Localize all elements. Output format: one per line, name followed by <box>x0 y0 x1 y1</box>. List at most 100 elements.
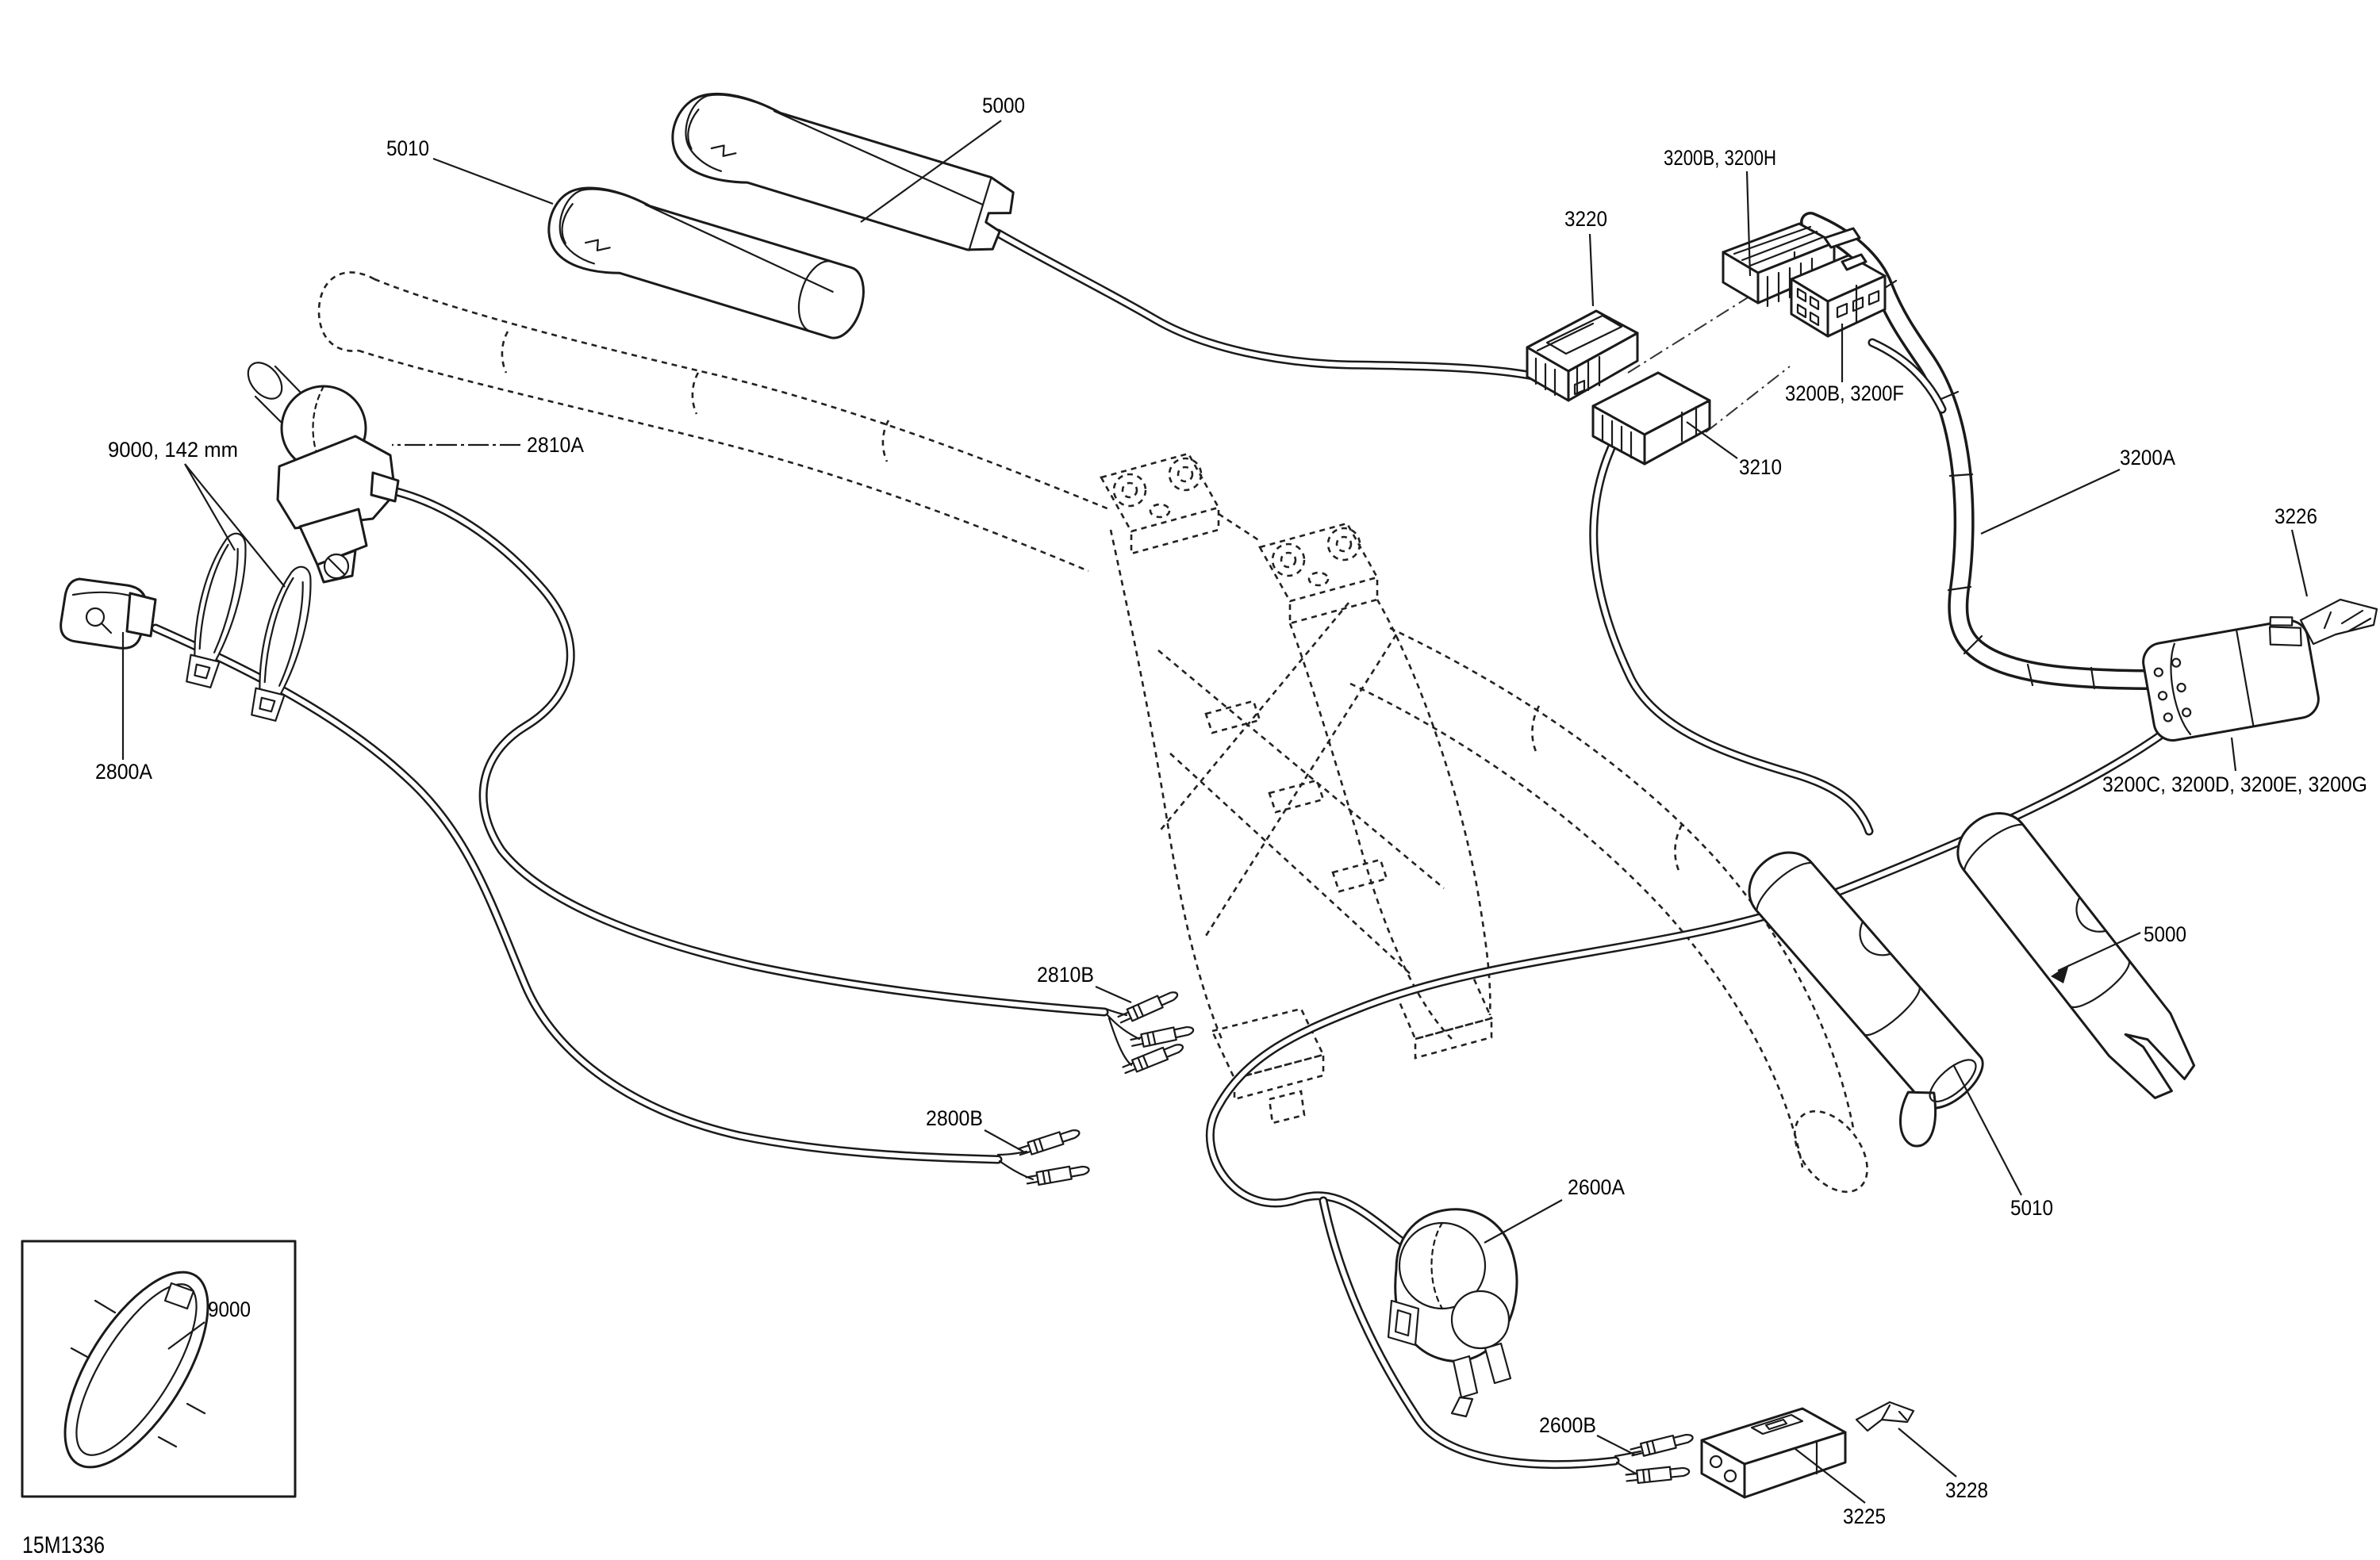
leader-9000-inset <box>167 1321 205 1350</box>
clip-3226 <box>2299 598 2378 646</box>
terminals-2810b <box>1104 987 1196 1077</box>
wire-5000-to-3220 <box>993 228 1545 382</box>
inset-box-9000 <box>21 1240 297 1498</box>
assembly-axis-1 <box>1627 278 1778 374</box>
sleeve-5000-top <box>671 92 1015 251</box>
leader-3225 <box>1795 1448 1866 1504</box>
part-label-2600a: 2600A <box>1568 1175 1625 1199</box>
cable-2800 <box>151 623 1003 1164</box>
pin <box>2163 712 2173 723</box>
part-label-2800a: 2800A <box>95 760 152 784</box>
leader-3226 <box>2290 529 2309 597</box>
pin <box>2176 682 2186 693</box>
cable-2810 <box>392 487 1109 1017</box>
cable-3210-to-sleeves <box>1589 436 1874 836</box>
latch-window <box>1536 314 1623 355</box>
button-small <box>1450 1290 1511 1350</box>
leader-5010-right <box>1953 1065 2022 1196</box>
tie-head <box>163 1282 195 1310</box>
tie-loop-outer <box>63 1271 209 1469</box>
pin <box>2182 707 2192 718</box>
leader-2800b <box>984 1129 1024 1152</box>
end-flap <box>1899 1090 1937 1148</box>
clip-3228 <box>1855 1401 1915 1432</box>
pin <box>2171 657 2182 668</box>
pin-slots <box>1601 405 1698 459</box>
part-label-2810a: 2810A <box>527 433 584 457</box>
connector-tab <box>1841 253 1868 271</box>
switch-2810a <box>247 362 400 584</box>
part-label-2810b: 2810B <box>1037 963 1094 987</box>
latch <box>1750 1413 1804 1435</box>
part-label-3200cdeg: 3200C, 3200D, 3200E, 3200G <box>2102 772 2367 796</box>
terminals-2600b <box>1614 1430 1695 1485</box>
leader-2600a <box>1484 1199 1563 1244</box>
cable-harness-to-switch <box>1205 728 2169 1470</box>
leader-9000-142mm <box>184 463 286 588</box>
part-label-3225: 3225 <box>1843 1504 1886 1528</box>
drawing-number: 15M1336 <box>22 1532 105 1558</box>
side-port <box>1387 1299 1420 1347</box>
switch-body <box>276 435 397 530</box>
part-label-3200b-3200f: 3200B, 3200F <box>1785 381 1904 405</box>
pin-hole <box>1723 1469 1737 1483</box>
part-label-3226: 3226 <box>2274 504 2317 528</box>
part-label-9000-inset: 9000 <box>208 1297 251 1321</box>
tie-loop-inner <box>75 1283 198 1456</box>
leader-lines <box>121 120 2309 1504</box>
connector-3200b-3200f <box>1790 253 1887 338</box>
leader-3200bh <box>1745 171 1752 277</box>
switch-neck <box>298 508 368 566</box>
pin-hole <box>1709 1455 1723 1469</box>
module-3210 <box>1591 371 1711 466</box>
inset-frame <box>21 1240 297 1498</box>
part-label-3220: 3220 <box>1564 207 1607 231</box>
part-label-3200a: 3200A <box>2120 446 2175 470</box>
leader-5000-right <box>2057 932 2141 972</box>
leader-arrowhead <box>2051 964 2069 983</box>
part-label-5000-top: 5000 <box>982 94 1025 117</box>
leader-3210 <box>1686 421 1738 459</box>
latch <box>2268 616 2302 647</box>
part-labels: 5010 5000 3200B, 3200H 3220 3200B, 3200F… <box>22 94 2367 1558</box>
leader-2810b <box>1095 985 1132 1004</box>
part-label-5010-top: 5010 <box>386 136 429 160</box>
device-2800a <box>60 577 157 650</box>
connector-3200cdeg <box>2142 616 2320 742</box>
connector-3225 <box>1700 1407 1847 1499</box>
leader-5010-top <box>432 157 554 205</box>
part-label-2600b: 2600B <box>1539 1413 1596 1437</box>
assembly-axis-2 <box>1705 366 1791 433</box>
phantom-handlebar-right <box>1349 627 1868 1194</box>
part-label-3200b-3200h: 3200B, 3200H <box>1664 146 1776 170</box>
pin <box>2153 667 2163 677</box>
switch-2600a <box>1387 1208 1518 1418</box>
pin-grid <box>1796 284 1880 327</box>
connector-end <box>125 592 157 638</box>
pin-slots <box>1534 355 1601 397</box>
leader-3220 <box>1588 233 1595 307</box>
phantom-steering-riser <box>1100 452 1493 1125</box>
leader-5000-top <box>860 120 1002 223</box>
part-label-3210: 3210 <box>1739 455 1782 479</box>
sleeve-5010-top <box>547 186 865 339</box>
leader-3200a <box>1980 469 2121 535</box>
connector-tab <box>1823 227 1861 249</box>
sleeve-5010-right <box>1748 851 1984 1148</box>
harness-branch-3200bf <box>1868 338 1947 414</box>
tie-9000-b <box>244 561 321 723</box>
leader-2600b <box>1596 1435 1635 1455</box>
leader-3228 <box>1898 1428 1957 1478</box>
spade-terminals <box>1450 1342 1512 1418</box>
stem <box>247 362 283 400</box>
part-label-2800b: 2800B <box>926 1106 983 1130</box>
cable-port <box>370 471 400 503</box>
sleeve-5000-right <box>1956 812 2196 1099</box>
phantom-handlebar-left <box>317 271 1110 573</box>
part-label-3228: 3228 <box>1945 1478 1988 1502</box>
part-label-9000-142mm: 9000, 142 mm <box>108 438 238 462</box>
pin <box>2157 691 2168 701</box>
part-label-5010-right: 5010 <box>2010 1196 2053 1220</box>
